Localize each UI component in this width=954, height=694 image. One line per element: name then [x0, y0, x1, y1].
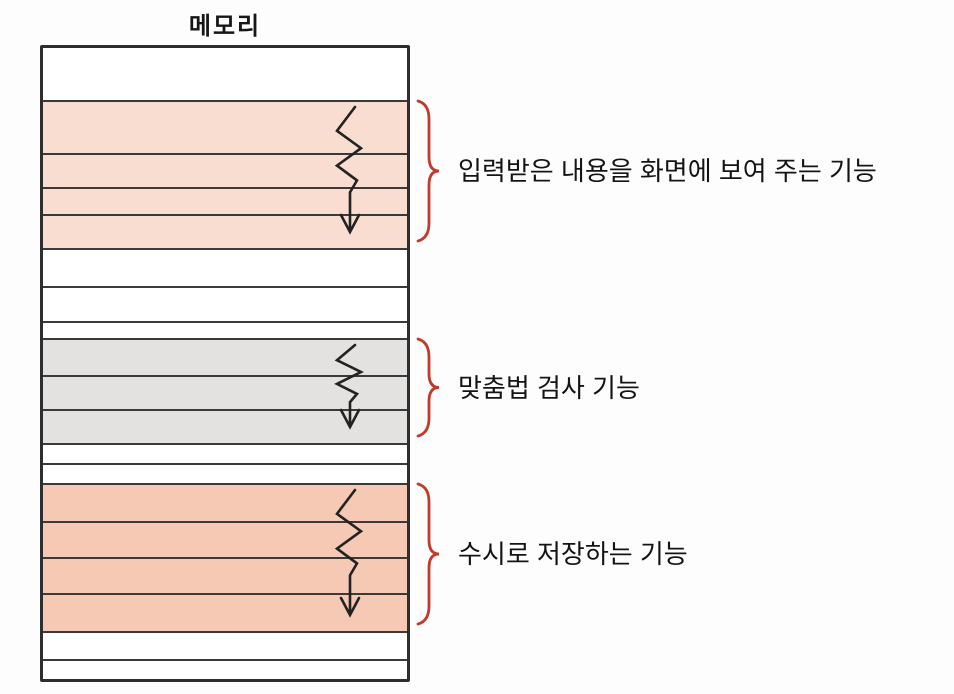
memory-row: [43, 48, 407, 100]
section-label: 맞춤법 검사 기능: [458, 372, 640, 403]
memory-row: [43, 286, 407, 321]
curly-brace-icon: [416, 337, 440, 438]
memory-row: [43, 338, 407, 375]
memory-row: [43, 463, 407, 483]
memory-box: [40, 45, 410, 682]
section-label: 수시로 저장하는 기능: [458, 539, 688, 569]
memory-row: [43, 521, 407, 557]
memory-row: [43, 409, 407, 443]
memory-row: [43, 375, 407, 409]
memory-row: [43, 483, 407, 521]
memory-row: [43, 321, 407, 338]
memory-row: [43, 443, 407, 463]
memory-row: [43, 659, 407, 679]
section-label: 입력받은 내용을 화면에 보여 주는 기능: [458, 156, 877, 186]
memory-row: [43, 593, 407, 631]
memory-row: [43, 557, 407, 593]
curly-brace-icon: [416, 99, 440, 243]
memory-row: [43, 214, 407, 248]
memory-row: [43, 100, 407, 153]
memory-row: [43, 153, 407, 187]
memory-row: [43, 248, 407, 286]
diagram-title: 메모리: [188, 13, 262, 40]
memory-row: [43, 631, 407, 659]
memory-row: [43, 187, 407, 214]
curly-brace-icon: [416, 482, 440, 626]
